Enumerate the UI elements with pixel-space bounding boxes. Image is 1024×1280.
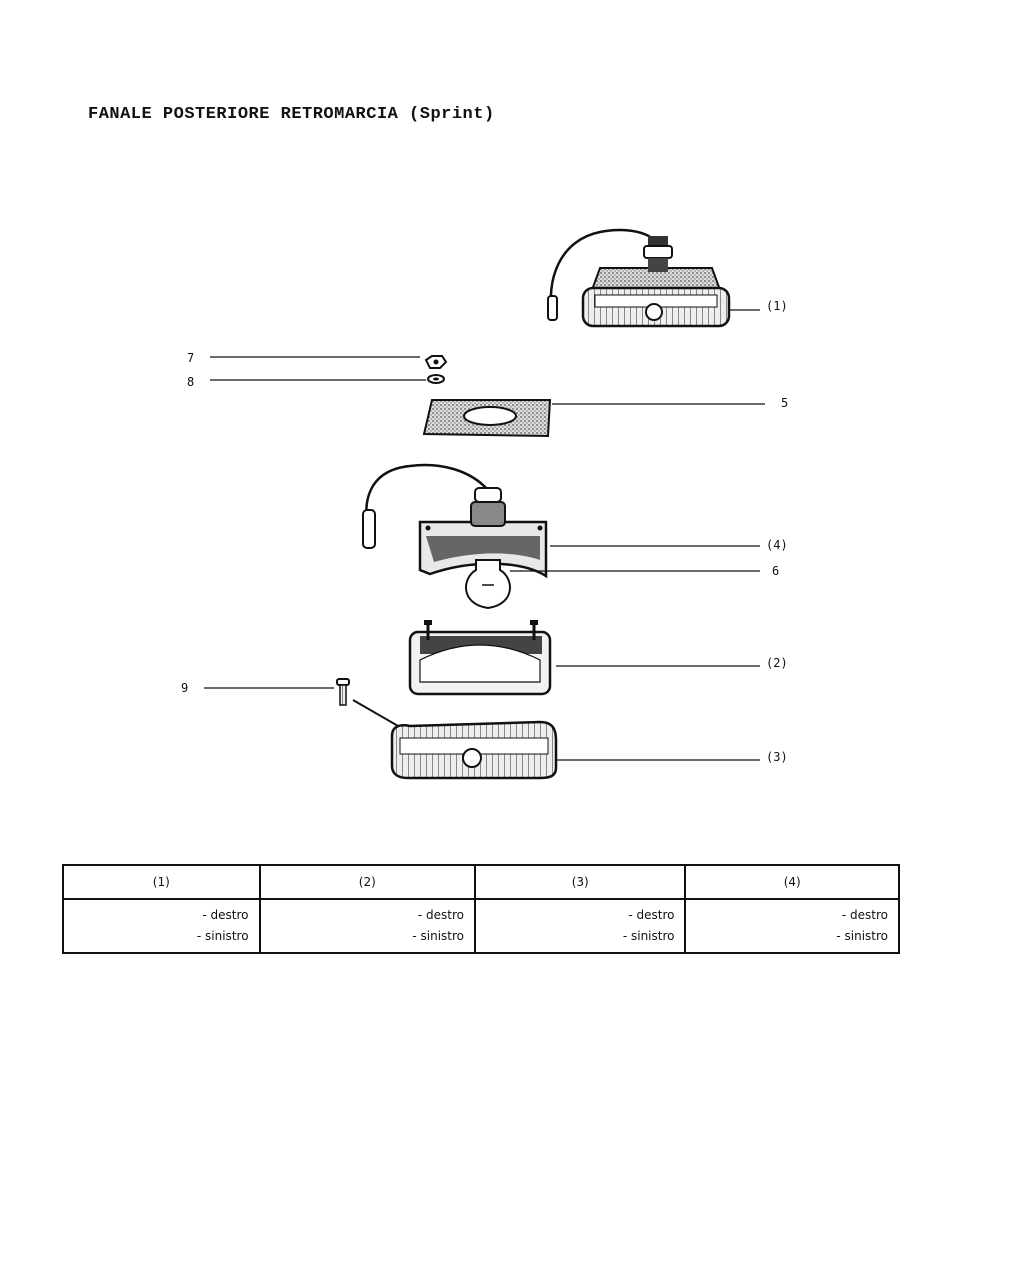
variant-destro: - destro [202, 908, 249, 922]
variant-destro: - destro [417, 908, 464, 922]
callout-4: (4) [766, 538, 788, 552]
table-header-1: (1) [62, 864, 261, 900]
variant-sinistro: - sinistro [412, 929, 464, 943]
table-cell-3: - destro - sinistro [473, 898, 687, 954]
parts-table: (1) (2) (3) (4) - destro - sinistro - de… [62, 864, 900, 954]
table-cell-2: - destro - sinistro [258, 898, 477, 954]
variant-destro: - destro [841, 908, 888, 922]
parts-table-header-row: (1) (2) (3) (4) [62, 864, 900, 900]
exploded-parts-diagram: (1) 7 8 5 (4) 6 (2) 9 (3) [181, 228, 788, 780]
gasket-part-5 [422, 399, 552, 438]
callout-7: 7 [187, 351, 194, 365]
assembled-lamp-part-1 [547, 228, 731, 328]
leader-lines [204, 309, 765, 761]
parts-table-row: - destro - sinistro - destro - sinistro … [62, 898, 900, 954]
table-header-4: (4) [684, 864, 900, 900]
bulb-holder-part-4 [362, 463, 548, 579]
variant-sinistro: - sinistro [196, 929, 249, 943]
variant-sinistro: - sinistro [836, 929, 888, 943]
page-title: FANALE POSTERIORE RETROMARCIA (Sprint) [88, 105, 495, 124]
lens-part-3 [390, 720, 558, 780]
washer-part-8 [427, 374, 445, 384]
variant-destro: - destro [628, 908, 675, 922]
nut-part-7 [424, 355, 448, 369]
callout-5: 5 [781, 396, 788, 410]
table-cell-4: - destro - sinistro [684, 898, 900, 954]
callout-3: (3) [766, 750, 788, 764]
table-header-3: (3) [473, 864, 687, 900]
callout-1: (1) [766, 299, 788, 313]
bulb-part-6 [465, 559, 511, 610]
variant-sinistro: - sinistro [622, 929, 675, 943]
screw-part-9 [336, 678, 406, 731]
table-cell-1: - destro - sinistro [62, 898, 261, 954]
callout-6: 6 [772, 564, 779, 578]
callout-9: 9 [181, 681, 188, 695]
callout-8: 8 [187, 375, 194, 389]
lamp-body-part-2 [408, 620, 552, 696]
table-header-2: (2) [258, 864, 477, 900]
callout-2: (2) [766, 656, 788, 670]
